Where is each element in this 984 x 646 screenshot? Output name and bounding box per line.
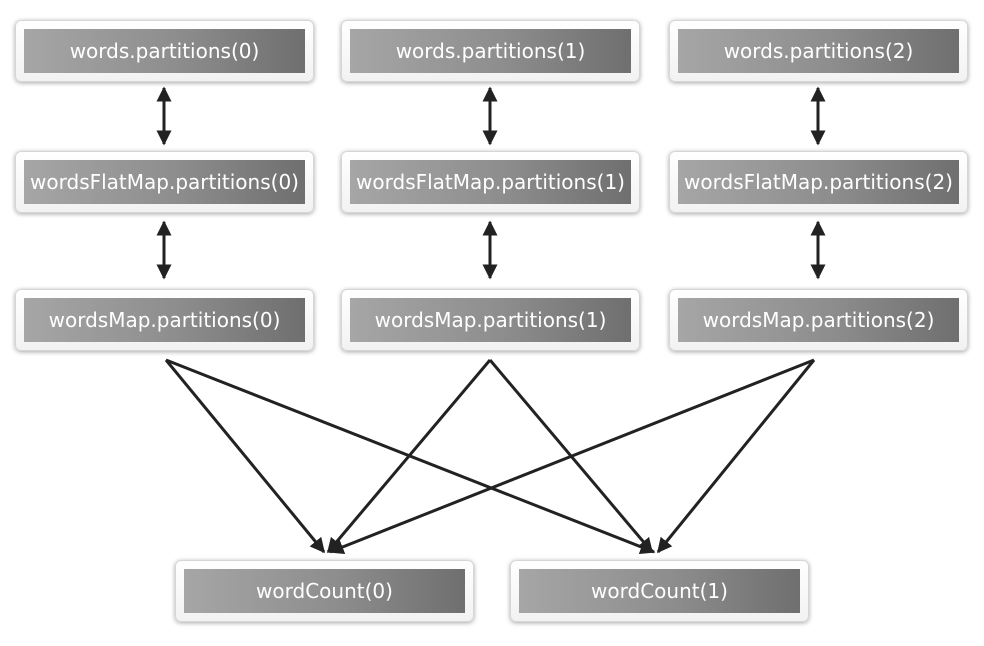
words-partition-0-label: words.partitions(0) <box>24 29 305 73</box>
flatmap-partition-1-node: wordsFlatMap.partitions(1) <box>341 151 640 213</box>
edge-map2-count1 <box>656 359 816 554</box>
wordcount-1-label: wordCount(1) <box>519 569 800 613</box>
map-partition-2-node: wordsMap.partitions(2) <box>669 289 968 351</box>
map-partition-0-node: wordsMap.partitions(0) <box>15 289 314 351</box>
flatmap-partition-2-label: wordsFlatMap.partitions(2) <box>678 160 959 204</box>
wordcount-1-node: wordCount(1) <box>510 560 809 622</box>
words-partition-2-label: words.partitions(2) <box>678 29 959 73</box>
flatmap-partition-1-label: wordsFlatMap.partitions(1) <box>350 160 631 204</box>
words-partition-0-node: words.partitions(0) <box>15 20 314 82</box>
map-partition-2-label: wordsMap.partitions(2) <box>678 298 959 342</box>
map-partition-0-label: wordsMap.partitions(0) <box>24 298 305 342</box>
flatmap-partition-0-node: wordsFlatMap.partitions(0) <box>15 151 314 213</box>
edge-map1-count0 <box>326 359 492 554</box>
edge-map0-count0 <box>164 359 326 554</box>
wordcount-0-node: wordCount(0) <box>175 560 474 622</box>
wordcount-0-label: wordCount(0) <box>184 569 465 613</box>
map-partition-1-node: wordsMap.partitions(1) <box>341 289 640 351</box>
map-partition-1-label: wordsMap.partitions(1) <box>350 298 631 342</box>
words-partition-1-node: words.partitions(1) <box>341 20 640 82</box>
words-partition-1-label: words.partitions(1) <box>350 29 631 73</box>
words-partition-2-node: words.partitions(2) <box>669 20 968 82</box>
flatmap-partition-0-label: wordsFlatMap.partitions(0) <box>24 160 305 204</box>
edge-map2-count0 <box>328 358 815 554</box>
flatmap-partition-2-node: wordsFlatMap.partitions(2) <box>669 151 968 213</box>
